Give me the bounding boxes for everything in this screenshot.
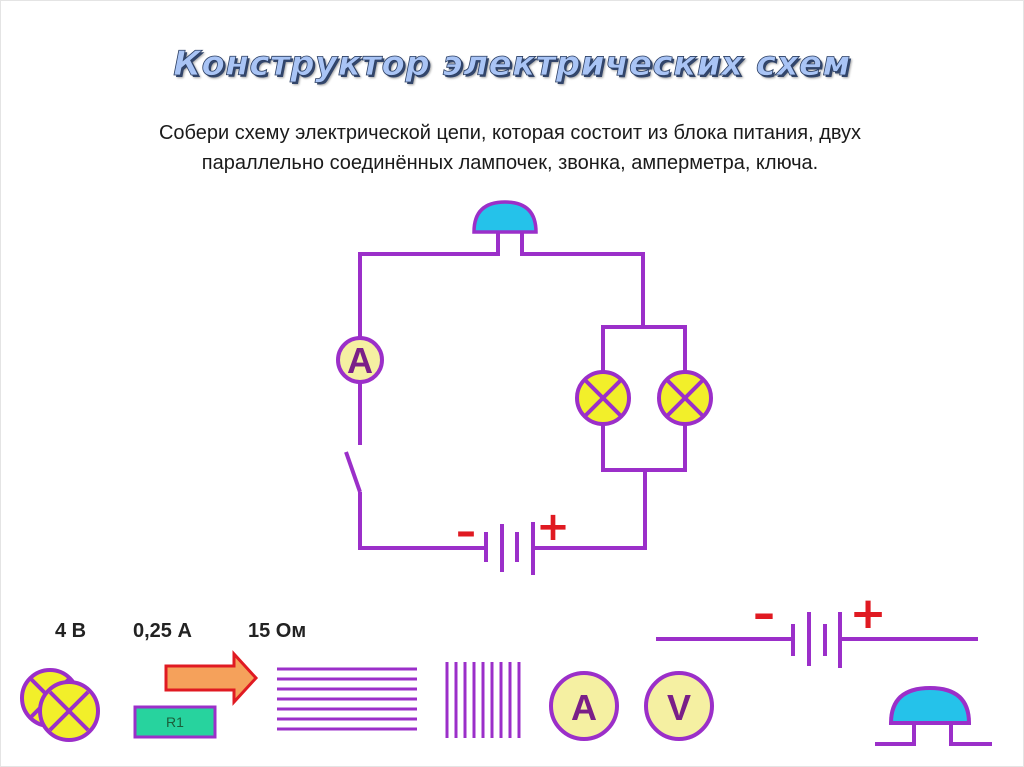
battery-icon[interactable] (656, 612, 978, 668)
ammeter-letter: A (347, 340, 373, 381)
resistor-icon[interactable]: R1 (133, 705, 217, 739)
rheostat-icon[interactable] (277, 667, 417, 731)
task-text: Собери схему электрической цепи, которая… (30, 118, 990, 178)
toolbox-plus-sign: + (850, 588, 887, 639)
current-label: 0,25 А (133, 620, 192, 642)
wire-bottom-right (533, 470, 647, 550)
page-title: Конструктор электрических схем (173, 44, 851, 85)
lamp-icon[interactable] (38, 680, 100, 742)
task-line-2: параллельно соединённых лампочек, звонка… (201, 152, 819, 174)
lamp-icon[interactable] (657, 370, 713, 426)
parallel-top (601, 325, 687, 372)
wire-top-left (358, 233, 500, 338)
lamp-icon[interactable] (575, 370, 631, 426)
toolbox-ammeter-letter: A (571, 687, 597, 728)
bell-icon[interactable] (472, 200, 538, 234)
parallel-bottom (601, 424, 687, 472)
arrow-icon[interactable] (164, 650, 259, 706)
toolbox-minus-sign: – (753, 588, 775, 639)
bell-icon[interactable] (875, 685, 992, 746)
task-line-1: Собери схему электрической цепи, которая… (158, 122, 862, 144)
battery-icon[interactable] (484, 522, 535, 575)
voltmeter-icon[interactable]: V (644, 671, 714, 741)
ammeter-icon[interactable]: A (549, 671, 619, 741)
rheostat-icon[interactable] (445, 662, 521, 738)
toolbox-voltmeter-letter: V (667, 687, 691, 728)
wire-top-right (520, 233, 645, 327)
circuit-diagram (358, 233, 687, 550)
battery-minus-sign: – (456, 509, 476, 555)
wire-bottom-left (358, 492, 486, 550)
switch-icon[interactable] (344, 451, 362, 493)
resistor-label: R1 (166, 714, 184, 730)
voltage-label: 4 В (55, 620, 87, 642)
battery-plus-sign: + (536, 504, 570, 550)
resistance-label: 15 Ом (248, 620, 307, 642)
ammeter-icon[interactable]: A (336, 336, 384, 384)
